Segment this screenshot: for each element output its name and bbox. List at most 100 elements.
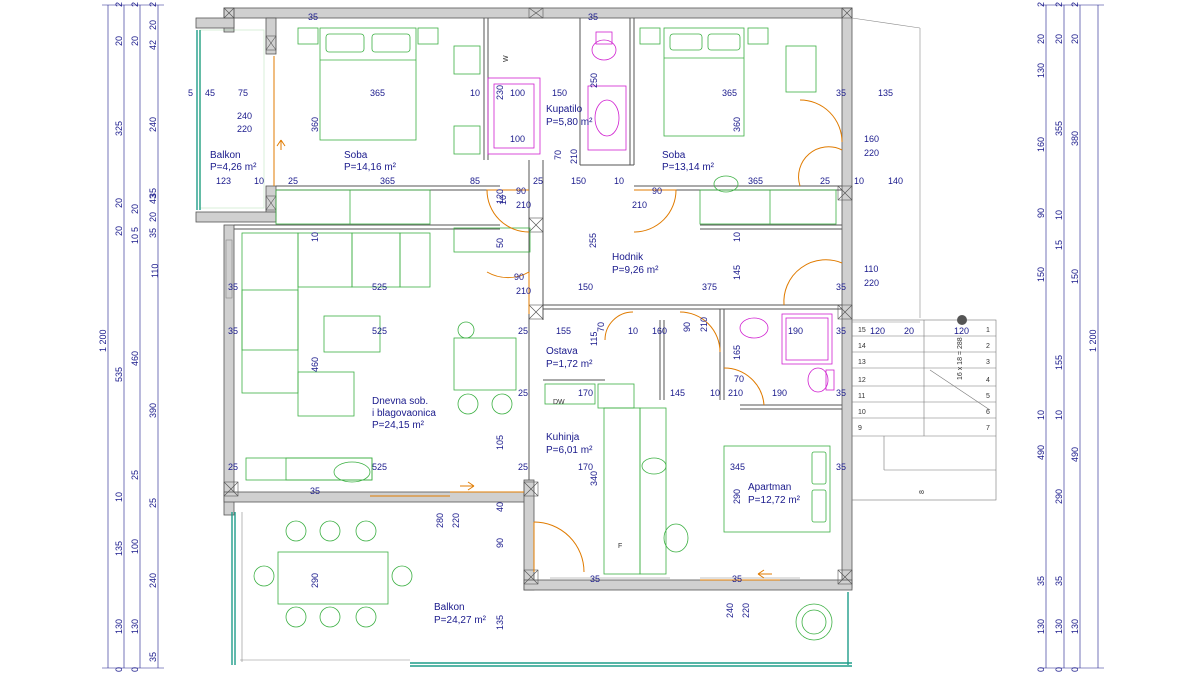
dim-label: 35 xyxy=(308,12,318,22)
dim-label: 10 xyxy=(732,232,742,242)
dim-label: 20 xyxy=(114,198,124,208)
dim-label: 145 xyxy=(732,265,742,280)
dim-label: 10 xyxy=(1054,210,1064,220)
right-dimension-lines xyxy=(1040,4,1104,669)
dim-label: 0 xyxy=(1070,667,1080,672)
dim-label: 345 xyxy=(730,462,745,472)
dim-label: 10 xyxy=(854,176,864,186)
dim-label: 290 xyxy=(1054,489,1064,504)
room-area: P=13,14 m² xyxy=(662,162,715,173)
left-dimension-lines xyxy=(102,4,164,669)
dim-label: 210 xyxy=(516,286,531,296)
dim-label: 25 xyxy=(533,176,543,186)
room-area: P=24,15 m² xyxy=(372,420,425,431)
dim-label: 90 xyxy=(514,272,524,282)
staircase xyxy=(851,315,997,501)
dim-label: 165 xyxy=(732,345,742,360)
dim-label: 5 xyxy=(130,227,140,232)
dim-label: 1 200 xyxy=(1088,329,1098,352)
dim-label: 43 xyxy=(148,194,158,204)
dim-label: 35 xyxy=(310,486,320,496)
dim-label: 160 xyxy=(1036,137,1046,152)
room-name: Dnevna sob. xyxy=(372,396,428,407)
dim-label: 35 xyxy=(1054,576,1064,586)
dim-label: 10 xyxy=(310,232,320,242)
dim-label: 10 xyxy=(1054,410,1064,420)
dim-label: 85 xyxy=(470,176,480,186)
stair-step-number: 1 xyxy=(986,327,990,334)
room-area: P=9,26 m² xyxy=(612,265,659,276)
stair-step-number: 10 xyxy=(858,409,866,416)
dim-label: 220 xyxy=(451,513,461,528)
stair-label: 16 x 18 = 288 xyxy=(957,337,964,380)
dim-label: 120 xyxy=(954,326,969,336)
room-area: P=4,26 m² xyxy=(210,162,257,173)
dim-label: 0 xyxy=(1036,667,1046,672)
dim-label: 365 xyxy=(380,176,395,186)
dim-label: 220 xyxy=(237,124,252,134)
dim-label: 10 xyxy=(470,88,480,98)
dim-label: 0 xyxy=(114,667,124,672)
dim-label: 2 xyxy=(1054,2,1064,7)
dim-label: 145 xyxy=(670,388,685,398)
dim-label: 70 xyxy=(734,374,744,384)
dishwasher-label: DW xyxy=(553,399,565,406)
dim-label: 360 xyxy=(310,117,320,132)
dim-label: 375 xyxy=(702,282,717,292)
dim-label: 240 xyxy=(237,111,252,121)
dim-label: 190 xyxy=(788,326,803,336)
dim-label: 150 xyxy=(578,282,593,292)
dim-label: 75 xyxy=(238,88,248,98)
appliance-labels: DW F W xyxy=(503,55,622,550)
interior-walls xyxy=(234,18,842,480)
dim-label: 130 xyxy=(1036,619,1046,634)
dim-label: 135 xyxy=(114,541,124,556)
dim-label: 10 xyxy=(1036,410,1046,420)
dim-label: 135 xyxy=(878,88,893,98)
left-dims-a: 2 20 325 20 20 110 535 25 10 135 130 0 xyxy=(114,2,160,672)
dim-label: 365 xyxy=(722,88,737,98)
dim-label: 160 xyxy=(864,134,879,144)
left-dims-c: 2 20 42 240 43 20 5 10 35 460 390 25 100… xyxy=(130,2,158,672)
dim-label: 155 xyxy=(1054,355,1064,370)
left-dims-d: 2 20 20 35 35 xyxy=(130,2,158,662)
dim-label: 10 xyxy=(628,326,638,336)
room-name: Kuhinja xyxy=(546,432,580,443)
dim-label: 155 xyxy=(556,326,571,336)
dim-label: 20 xyxy=(148,20,158,30)
stair-step-number: 6 xyxy=(986,409,990,416)
dim-label: 25 xyxy=(148,498,158,508)
dim-label: 355 xyxy=(1054,121,1064,136)
dim-label: 90 xyxy=(495,538,505,548)
dim-label: 365 xyxy=(370,88,385,98)
bath-fixtures xyxy=(487,31,835,393)
stair-step-number: 13 xyxy=(858,359,866,366)
dim-label: 190 xyxy=(772,388,787,398)
dim-label: 25 xyxy=(518,462,528,472)
dim-label: 35 xyxy=(836,282,846,292)
dim-label: 460 xyxy=(130,351,140,366)
dim-label: 25 xyxy=(228,462,238,472)
dim-label: 100 xyxy=(510,134,525,144)
stair-step-number: 14 xyxy=(858,343,866,350)
right-dims-a: 2 20 130 160 90 150 10 490 290 35 130 0 xyxy=(1036,2,1064,672)
dim-label: 35 xyxy=(836,88,846,98)
dim-label: 525 xyxy=(372,282,387,292)
dim-label: 123 xyxy=(216,176,231,186)
room-name: Apartman xyxy=(748,482,791,493)
dim-label: 130 xyxy=(114,619,124,634)
dim-label: 120 xyxy=(870,326,885,336)
stair-step-number: 7 xyxy=(986,425,990,432)
dim-label: 380 xyxy=(1070,131,1080,146)
dim-label: 2 xyxy=(148,2,158,7)
dim-label: 340 xyxy=(589,471,599,486)
dim-label: 35 xyxy=(836,326,846,336)
dim-label: 150 xyxy=(552,88,567,98)
dim-label: 90 xyxy=(652,186,662,196)
stair-step-number: 5 xyxy=(986,393,990,400)
dim-label: 325 xyxy=(114,121,124,136)
room-name: Soba xyxy=(662,150,686,161)
dim-label: 490 xyxy=(1036,445,1046,460)
dim-label: 525 xyxy=(372,326,387,336)
